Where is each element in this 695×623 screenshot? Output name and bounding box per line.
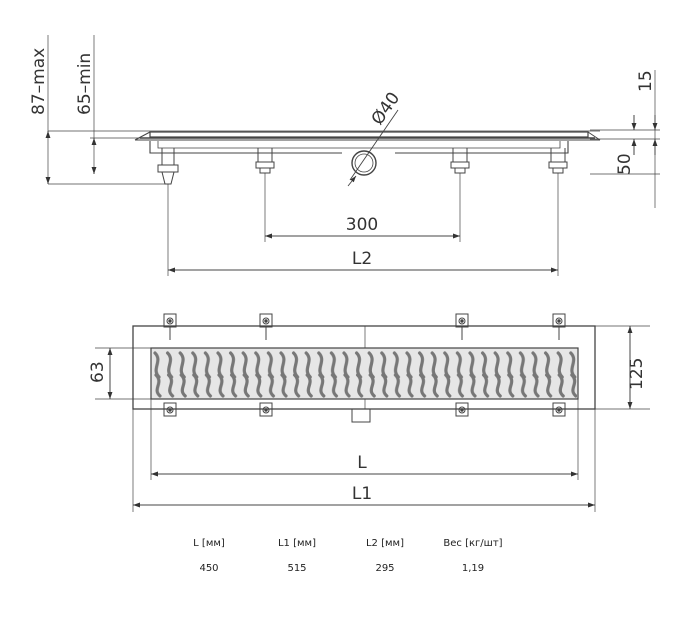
dim-diameter-40: Ø40 [368,89,404,129]
value-L: 450 [199,563,219,574]
side-view-labels: 87–max 65–min 15 50 Ø40 300 L2 [29,48,656,269]
value-L1: 515 [287,563,307,574]
spec-table-values: 450 515 295 1,19 [165,563,535,574]
dim-87-max: 87–max [29,48,49,115]
spec-table-header: L [мм] L1 [мм] L2 [мм] Вес [кг/шт] [165,538,535,549]
value-L2: 295 [375,563,395,574]
dim-L2: L2 [352,249,372,269]
leg [450,148,470,174]
value-weight: 1,19 [461,563,485,574]
side-view [45,35,660,276]
mounting-tab [163,313,177,340]
mounting-tab [455,313,469,340]
top-view [95,313,650,512]
leg [255,148,275,174]
dim-65-min: 65–min [75,53,95,115]
top-view-labels: 63 125 L L1 [88,358,647,504]
mounting-tab [552,313,566,340]
dim-L1: L1 [352,484,372,504]
header-weight: Вес [кг/шт] [443,538,503,549]
header-L: L [мм] [193,538,225,549]
outlet-stub [351,408,371,423]
dim-50: 50 [615,153,635,175]
dim-15: 15 [636,70,656,92]
mounting-tab [259,313,273,340]
dim-300: 300 [346,215,378,235]
header-L1: L1 [мм] [277,538,316,549]
dim-63: 63 [88,361,108,383]
dim-125: 125 [627,358,647,390]
spec-table: L [мм] L1 [мм] L2 [мм] Вес [кг/шт] 450 5… [165,538,535,574]
header-L2: L2 [мм] [365,538,404,549]
leg [548,148,568,174]
dim-L: L [357,453,367,473]
outlet-pipe [351,150,377,176]
